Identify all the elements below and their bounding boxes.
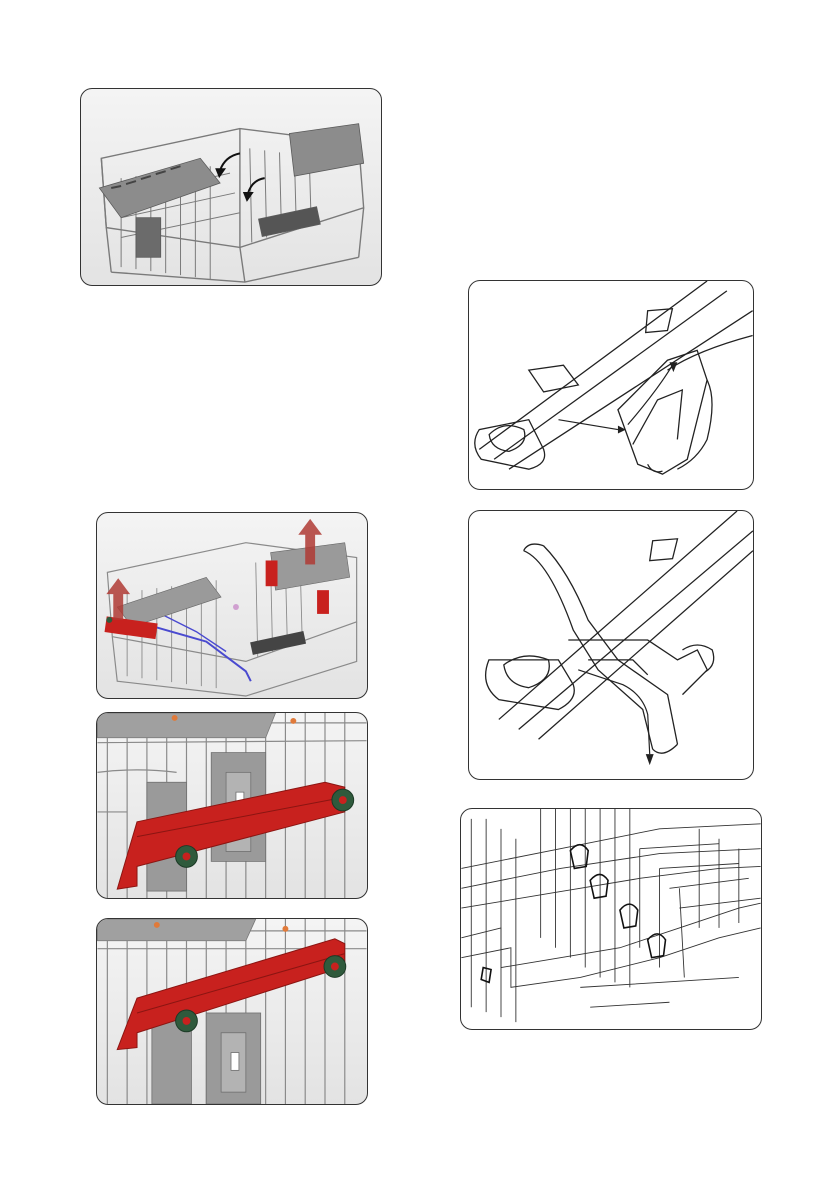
rail-high-illustration — [97, 919, 367, 1104]
clip-removal-illustration — [469, 511, 753, 779]
figure-rack-clip-row — [460, 808, 762, 1030]
figure-rail-clip-detach — [468, 280, 754, 490]
figure-upper-rack-fold-tines — [80, 88, 382, 286]
figure-upper-rack-lift — [96, 512, 368, 699]
figure-rail-clip-remove — [468, 510, 754, 780]
rack-lift-illustration — [97, 513, 367, 698]
rail-clip-illustration — [469, 281, 753, 489]
figure-rack-lowered-rail — [96, 712, 368, 899]
upper-rack-illustration — [81, 89, 381, 285]
figure-rack-raised-rail — [96, 918, 368, 1105]
rail-low-illustration — [97, 713, 367, 898]
clip-row-illustration — [461, 809, 761, 1029]
